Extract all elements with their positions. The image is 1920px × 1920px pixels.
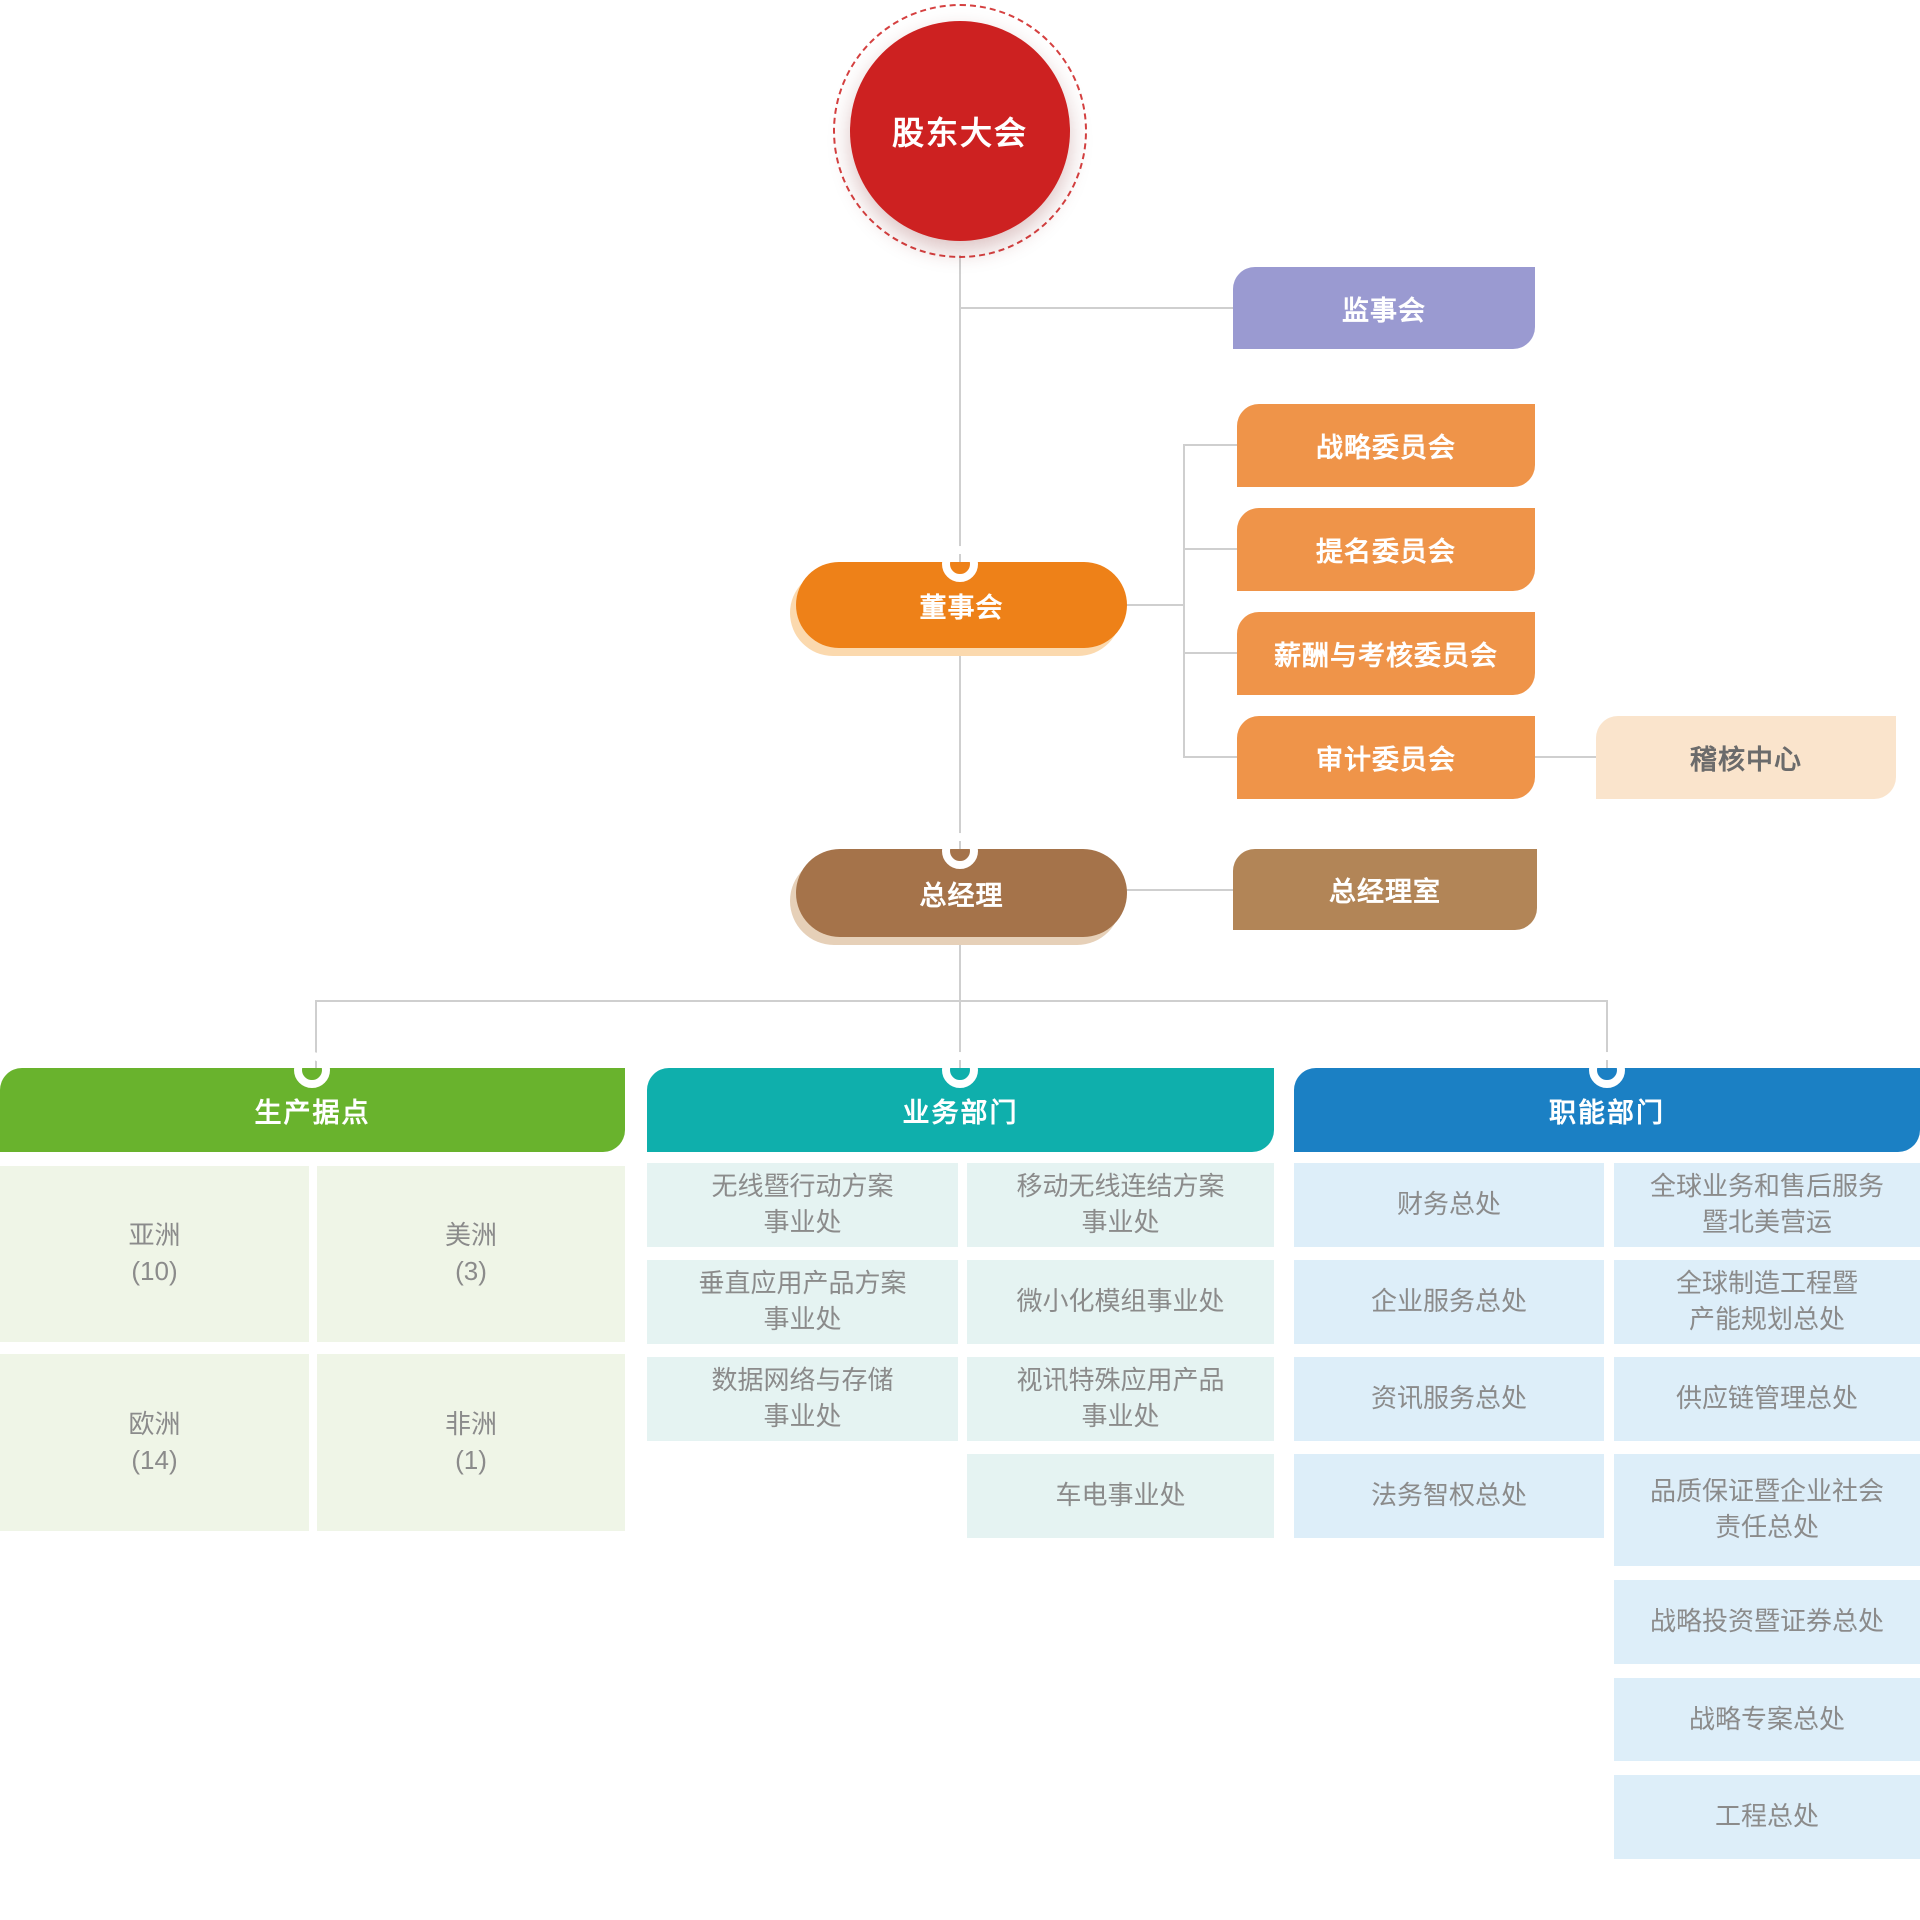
supervisory-board-node: 监事会 xyxy=(1233,267,1535,349)
business-cell: 无线暨行动方案 事业处 xyxy=(647,1163,958,1247)
business-cell: 车电事业处 xyxy=(967,1454,1274,1538)
business-cell: 垂直应用产品方案 事业处 xyxy=(647,1260,958,1344)
connector-supervisory xyxy=(960,307,1234,309)
audit-center-label: 稽核中心 xyxy=(1690,745,1802,775)
functional-cell: 战略专案总处 xyxy=(1614,1678,1920,1761)
connector-drop-right xyxy=(1606,1000,1608,1068)
gm-office-node: 总经理室 xyxy=(1233,849,1537,930)
section-header-functional: 职能部门 xyxy=(1294,1068,1920,1152)
committee-node-nomination: 提名委员会 xyxy=(1237,508,1535,591)
root-node-dashed-ring: 股东大会 xyxy=(833,4,1087,258)
connector-split-horizontal xyxy=(315,1000,1608,1002)
committee-label: 战略委员会 xyxy=(1316,433,1456,463)
functional-cell: 工程总处 xyxy=(1614,1775,1920,1859)
board-label: 董事会 xyxy=(919,592,1004,623)
connector-committee-stub-1 xyxy=(1184,444,1238,446)
functional-cell: 全球制造工程暨 产能规划总处 xyxy=(1614,1260,1920,1344)
committee-node-audit: 审计委员会 xyxy=(1237,716,1535,799)
business-cell: 数据网络与存储 事业处 xyxy=(647,1357,958,1441)
committee-node-strategy: 战略委员会 xyxy=(1237,404,1535,487)
functional-cell: 企业服务总处 xyxy=(1294,1260,1604,1344)
committee-label: 提名委员会 xyxy=(1316,537,1456,567)
board-connector-ring xyxy=(942,546,978,582)
section-header-label: 职能部门 xyxy=(1549,1097,1665,1128)
connector-trunk-mid xyxy=(959,648,961,850)
gm-office-label: 总经理室 xyxy=(1329,877,1441,907)
connector-committee-stub-3 xyxy=(1184,652,1238,654)
section-header-business: 业务部门 xyxy=(647,1068,1274,1152)
connector-audit-center xyxy=(1534,756,1596,758)
functional-cell: 品质保证暨企业社会 责任总处 xyxy=(1614,1454,1920,1566)
production-cell-africa: 非洲 (1) xyxy=(317,1354,625,1531)
business-cell: 微小化模组事业处 xyxy=(967,1260,1274,1344)
section-header-label: 业务部门 xyxy=(902,1097,1019,1128)
functional-cell: 供应链管理总处 xyxy=(1614,1357,1920,1441)
connector-drop-left xyxy=(315,1000,317,1068)
connector-committee-stub-4 xyxy=(1184,756,1238,758)
functional-cell: 全球业务和售后服务 暨北美营运 xyxy=(1614,1163,1920,1247)
gm-connector-ring xyxy=(942,833,978,869)
production-cell-asia: 亚洲 (10) xyxy=(0,1166,309,1342)
business-cell: 视讯特殊应用产品 事业处 xyxy=(967,1357,1274,1441)
committee-label: 薪酬与考核委员会 xyxy=(1274,641,1498,671)
root-node: 股东大会 xyxy=(850,21,1070,241)
root-label: 股东大会 xyxy=(891,115,1028,151)
functional-connector-ring xyxy=(1589,1052,1625,1088)
section-header-label: 生产据点 xyxy=(254,1097,371,1128)
functional-cell: 财务总处 xyxy=(1294,1163,1604,1247)
production-cell-americas: 美洲 (3) xyxy=(317,1166,625,1342)
connector-trunk-top xyxy=(959,255,961,563)
connector-trunk-bottom xyxy=(959,936,961,1068)
committee-label: 审计委员会 xyxy=(1316,745,1456,775)
production-connector-ring xyxy=(294,1052,330,1088)
functional-cell: 法务智权总处 xyxy=(1294,1454,1604,1538)
connector-board-to-branch xyxy=(1126,604,1184,606)
connector-committee-branch xyxy=(1183,444,1185,758)
supervisory-board-label: 监事会 xyxy=(1342,295,1426,326)
business-connector-ring xyxy=(942,1052,978,1088)
functional-cell: 战略投资暨证券总处 xyxy=(1614,1580,1920,1664)
audit-center-node: 稽核中心 xyxy=(1596,716,1896,799)
functional-cell: 资讯服务总处 xyxy=(1294,1357,1604,1441)
connector-committee-stub-2 xyxy=(1184,548,1238,550)
committee-node-compensation: 薪酬与考核委员会 xyxy=(1237,612,1535,695)
business-cell: 移动无线连结方案 事业处 xyxy=(967,1163,1274,1247)
production-cell-europe: 欧洲 (14) xyxy=(0,1354,309,1531)
connector-gm-office xyxy=(1126,889,1234,891)
gm-label: 总经理 xyxy=(919,880,1004,911)
